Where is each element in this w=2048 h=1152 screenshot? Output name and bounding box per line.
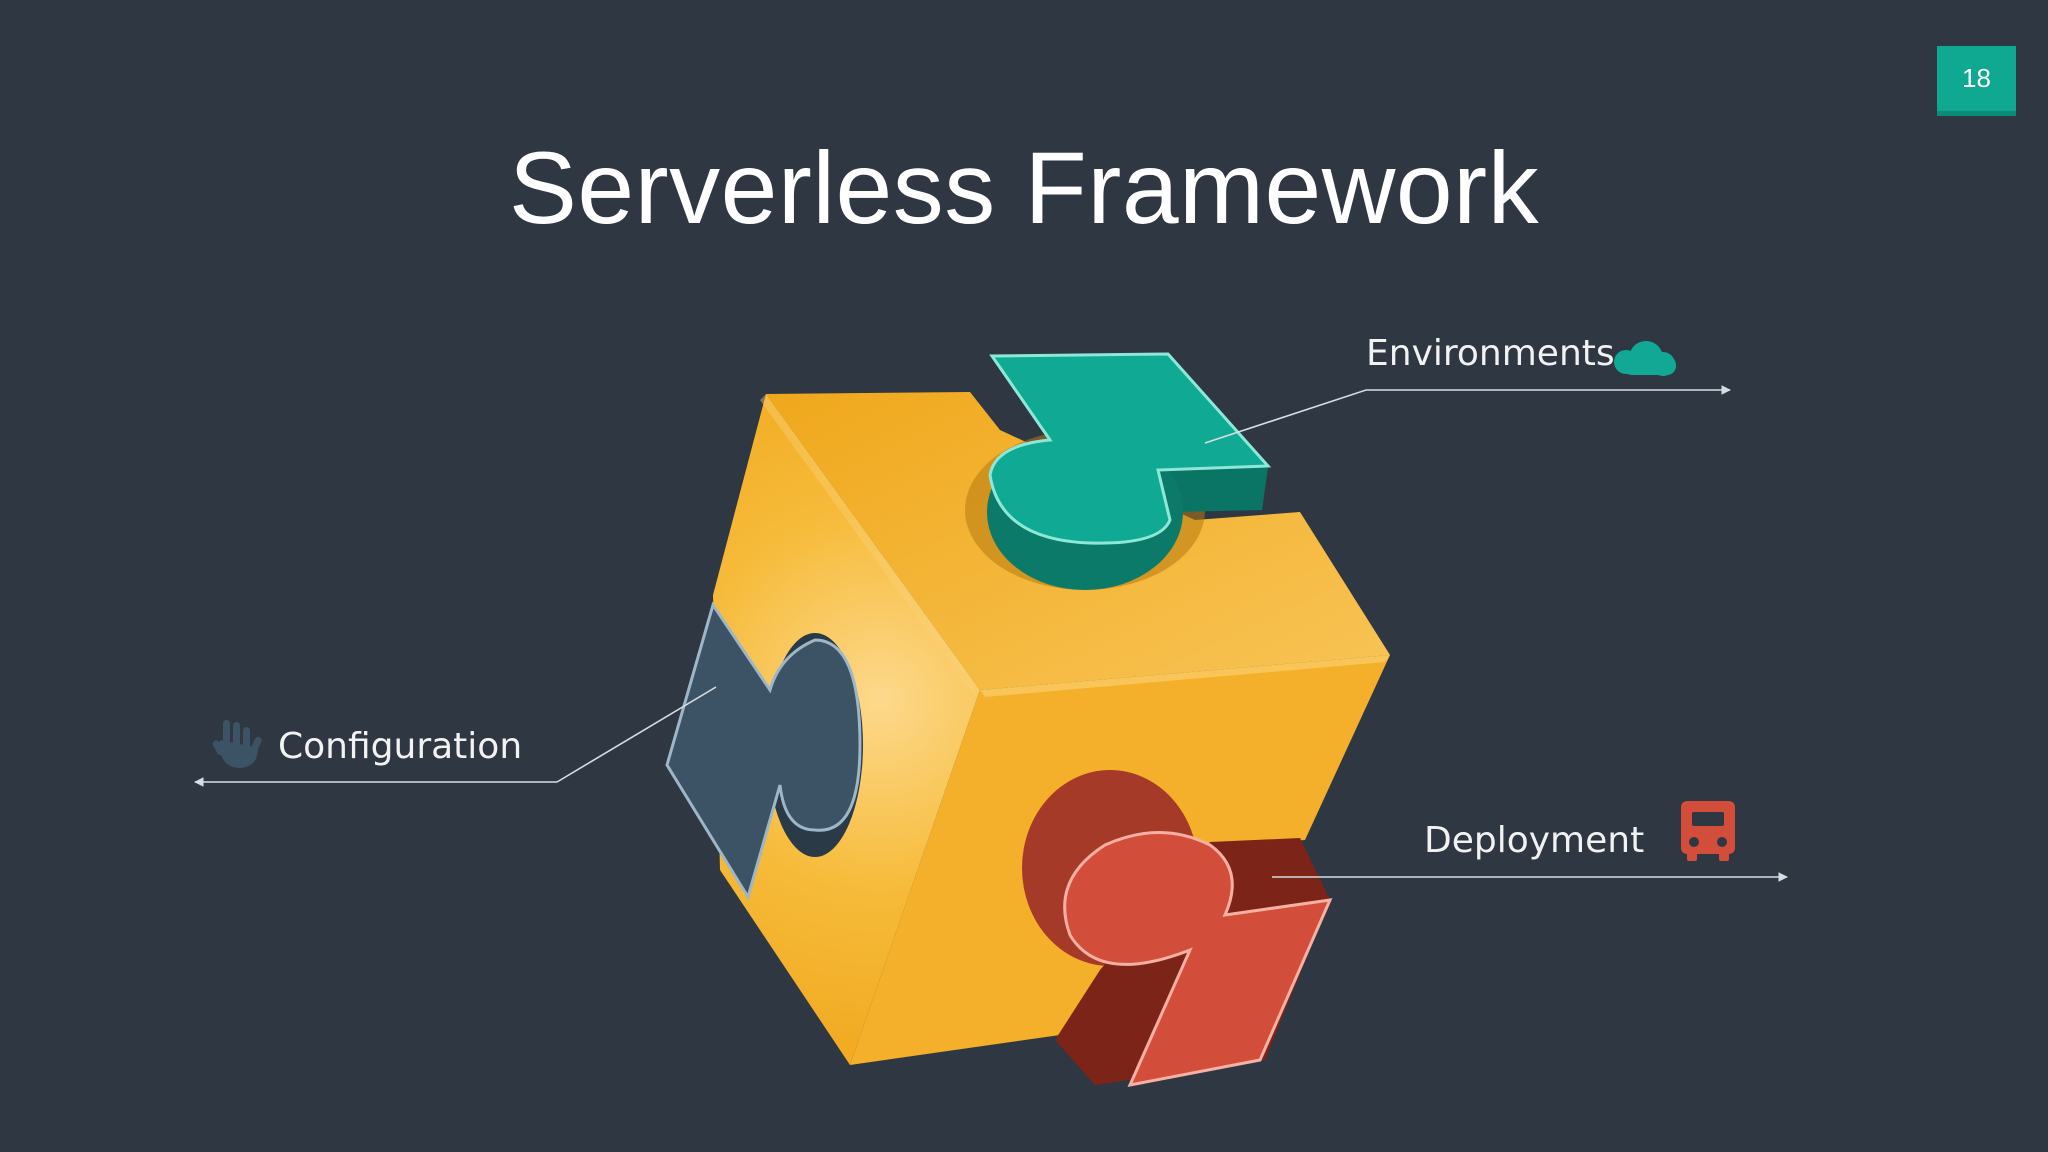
environments-piece — [965, 352, 1272, 590]
cloud-icon — [1614, 341, 1676, 376]
deployment-label: Deployment — [1424, 820, 1645, 861]
configuration-label: Configuration — [278, 726, 523, 767]
slide-title: Serverless Framework — [508, 131, 1540, 245]
environments-connector — [1204, 385, 1731, 444]
configuration-connector — [194, 686, 717, 787]
hand-icon — [212, 720, 262, 768]
deployment-piece — [1022, 770, 1333, 1088]
page-number-badge: 18 — [1937, 46, 2016, 116]
environments-label: Environments — [1366, 333, 1615, 374]
configuration-piece — [665, 601, 863, 901]
truck-icon — [1681, 801, 1735, 861]
